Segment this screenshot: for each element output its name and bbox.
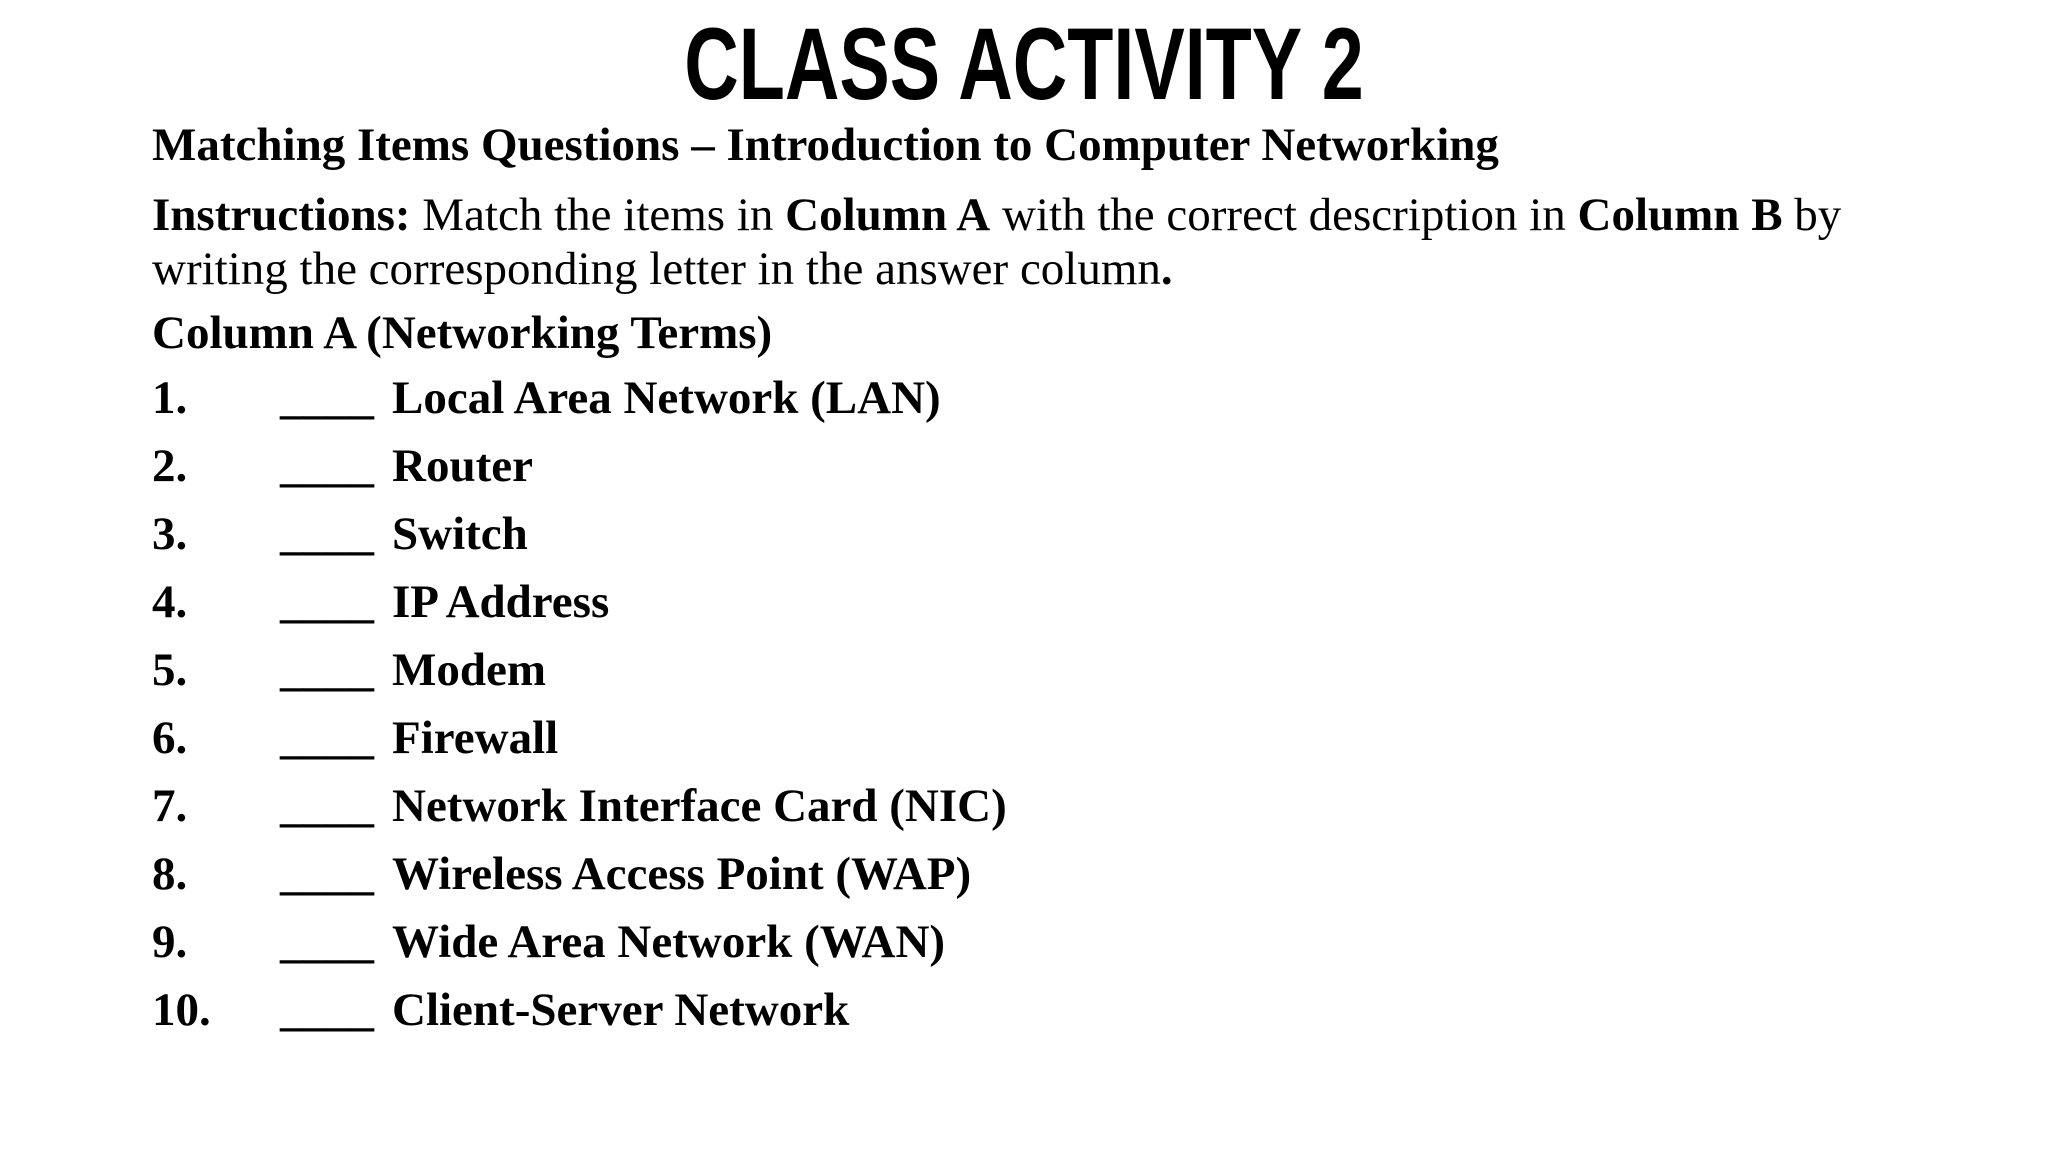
item-number: 6. — [152, 712, 188, 765]
page-title: CLASS ACTIVITY 2 — [684, 7, 1364, 121]
answer-blank: ____ — [280, 712, 374, 765]
item-number: 9. — [152, 916, 188, 969]
instructions-line-2: writing the corresponding letter in the … — [152, 242, 1908, 296]
answer-blank: ____ — [280, 984, 374, 1037]
matching-item-row: 4. ____ IP Address — [152, 568, 1908, 636]
matching-item-row: 1. ____ Local Area Network (LAN) — [152, 364, 1908, 432]
worksheet-content: Matching Items Questions – Introduction … — [0, 118, 2048, 1044]
matching-item-row: 6. ____ Firewall — [152, 704, 1908, 772]
instructions-line-1: Instructions: Match the items in Column … — [152, 188, 1908, 242]
matching-item-row: 8. ____ Wireless Access Point (WAP) — [152, 840, 1908, 908]
item-number: 7. — [152, 780, 188, 833]
item-term: Client-Server Network — [392, 984, 850, 1037]
item-term: Wide Area Network (WAN) — [392, 916, 946, 969]
matching-item-row: 2. ____ Router — [152, 432, 1908, 500]
column-b-ref: Column B — [1577, 189, 1783, 242]
instructions-text-segment: writing the corresponding letter in the … — [152, 243, 1161, 296]
item-number: 8. — [152, 848, 188, 901]
item-term: Local Area Network (LAN) — [392, 372, 941, 425]
item-number: 3. — [152, 508, 188, 561]
item-term: Network Interface Card (NIC) — [392, 780, 1007, 833]
answer-blank: ____ — [280, 576, 374, 629]
item-number: 1. — [152, 372, 188, 425]
instructions-text-segment: by — [1782, 189, 1842, 242]
item-number: 10. — [152, 984, 211, 1037]
answer-blank: ____ — [280, 508, 374, 561]
matching-item-row: 5. ____ Modem — [152, 636, 1908, 704]
answer-blank: ____ — [280, 440, 374, 493]
instructions-text-segment: Match the items in — [410, 189, 786, 242]
matching-item-row: 9. ____ Wide Area Network (WAN) — [152, 908, 1908, 976]
item-term: Router — [392, 440, 533, 493]
item-term: Wireless Access Point (WAP) — [392, 848, 972, 901]
item-term: IP Address — [392, 576, 610, 629]
item-term: Modem — [392, 644, 547, 697]
item-number: 2. — [152, 440, 188, 493]
instructions-period: . — [1160, 243, 1173, 296]
answer-blank: ____ — [280, 780, 374, 833]
answer-blank: ____ — [280, 848, 374, 901]
item-number: 4. — [152, 576, 188, 629]
matching-item-row: 7. ____ Network Interface Card (NIC) — [152, 772, 1908, 840]
instructions-label: Instructions: — [152, 189, 411, 242]
item-term: Firewall — [392, 712, 559, 765]
column-a-ref: Column A — [785, 189, 991, 242]
answer-blank: ____ — [280, 372, 374, 425]
item-term: Switch — [392, 508, 528, 561]
answer-blank: ____ — [280, 916, 374, 969]
instructions-text-segment: with the correct description in — [990, 189, 1578, 242]
matching-item-row: 3. ____ Switch — [152, 500, 1908, 568]
column-a-heading: Column A (Networking Terms) — [152, 307, 773, 360]
instructions-paragraph: Instructions: Match the items in Column … — [152, 188, 1908, 296]
item-number: 5. — [152, 644, 188, 697]
matching-item-row: 10. ____ Client-Server Network — [152, 976, 1908, 1044]
answer-blank: ____ — [280, 644, 374, 697]
matching-items-list: 1. ____ Local Area Network (LAN) 2. ____ Rou… — [152, 364, 1908, 1044]
worksheet-subtitle: Matching Items Questions – Introduction … — [152, 119, 1499, 172]
